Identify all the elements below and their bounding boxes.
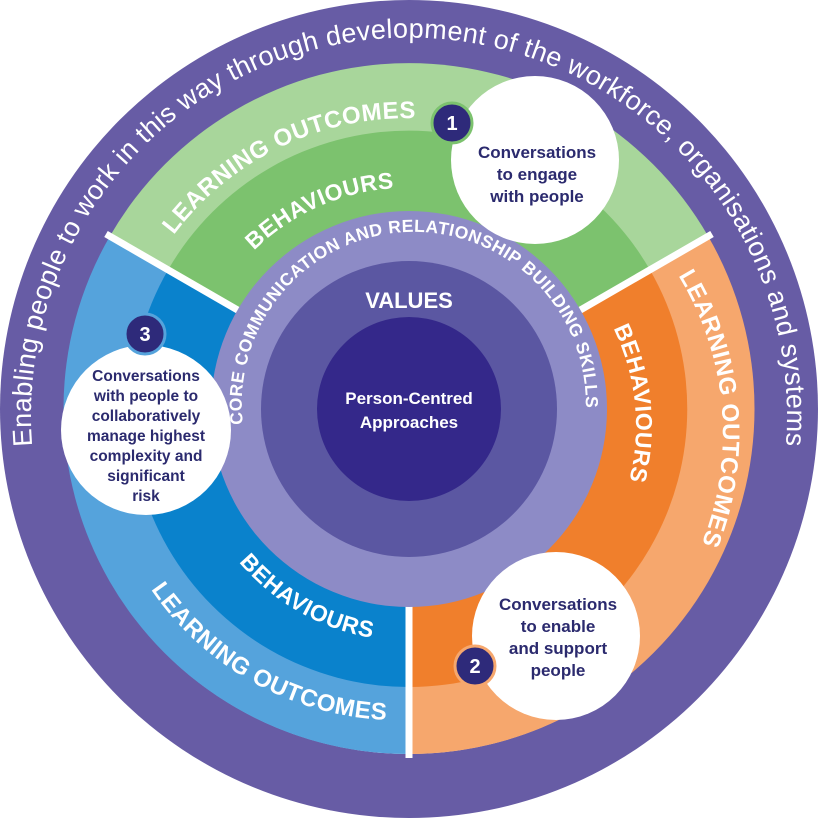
bubble-3-line6: significant <box>107 468 185 485</box>
bubble-3-line2: with people to <box>93 388 198 405</box>
bubble-3-line7: risk <box>132 488 160 505</box>
badge-1-number: 1 <box>446 113 457 135</box>
badge-2-number: 2 <box>469 656 480 678</box>
bubble-3-line1: Conversations <box>92 368 200 385</box>
center-circle <box>317 317 501 501</box>
bubble-1-line3: with people <box>489 187 584 206</box>
bubble-conversations-engage: 1 Conversations to engage with people <box>430 76 619 244</box>
bubble-conversations-enable: Conversations to enable and support peop… <box>453 552 640 720</box>
bubble-3-line4: manage highest <box>87 428 205 445</box>
bubble-2-line1: Conversations <box>499 595 617 614</box>
badge-3 <box>123 312 167 356</box>
bubble-conversations-collaboratively: 3 Conversations with people to collabora… <box>61 312 231 515</box>
bubble-2-line2: to enable <box>521 617 596 636</box>
bubble-3-line5: complexity and <box>90 448 203 465</box>
bubble-1-line1: Conversations <box>478 143 596 162</box>
bubble-3-line3: collaboratively <box>92 408 201 425</box>
bubble-1-line2: to engage <box>497 165 577 184</box>
bubble-2-line4: people <box>531 661 586 680</box>
bubble-2-line3: and support <box>509 639 608 658</box>
badge-2 <box>453 644 497 688</box>
values-label: VALUES <box>365 288 453 313</box>
badge-3-number: 3 <box>139 324 150 346</box>
center-title-line1: Person-Centred <box>345 389 473 408</box>
badge-1 <box>430 101 474 145</box>
center-title-line2: Approaches <box>360 413 458 432</box>
